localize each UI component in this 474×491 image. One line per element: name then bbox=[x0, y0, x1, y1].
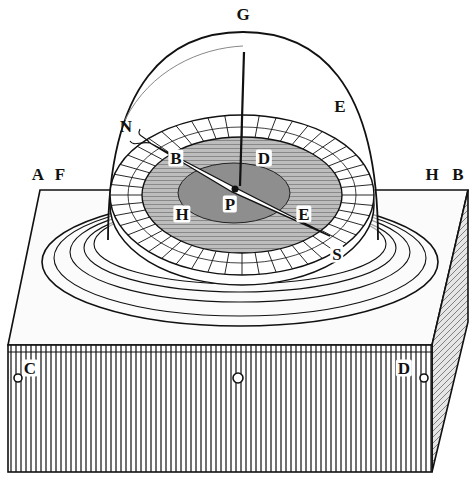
pointer-pin bbox=[240, 52, 244, 186]
scale-tick bbox=[225, 116, 229, 138]
scale-tick bbox=[268, 118, 276, 139]
part-letter: G bbox=[234, 6, 251, 23]
scale-tick bbox=[303, 241, 322, 258]
box-side bbox=[432, 190, 468, 472]
scale-tick bbox=[339, 210, 370, 216]
part-letter: D bbox=[256, 150, 272, 167]
scale-tick bbox=[208, 251, 216, 272]
scale-tick bbox=[162, 132, 181, 149]
scale-tick bbox=[176, 126, 192, 145]
part-letter: S bbox=[330, 246, 343, 263]
part-letter: P bbox=[223, 196, 237, 213]
scale-tick bbox=[303, 132, 322, 149]
part-letter: H bbox=[423, 166, 440, 183]
part-letter: E bbox=[332, 98, 347, 115]
part-letter: F bbox=[53, 166, 67, 183]
scale-tick bbox=[128, 224, 156, 235]
scale-tick bbox=[292, 126, 308, 145]
scale-tick bbox=[329, 224, 357, 235]
needle-ornament bbox=[130, 129, 150, 144]
scale-tick bbox=[341, 185, 373, 188]
scale-tick bbox=[342, 195, 374, 196]
scale-tick bbox=[111, 203, 143, 206]
part-letter: N bbox=[118, 118, 134, 135]
part-letter: A bbox=[30, 166, 46, 183]
scale-tick bbox=[128, 155, 156, 166]
scale-tick bbox=[111, 185, 143, 188]
scale-tick bbox=[329, 155, 357, 166]
scale-tick bbox=[225, 253, 229, 275]
scale-tick bbox=[162, 241, 181, 258]
part-letter: C bbox=[22, 360, 38, 377]
scale-tick bbox=[255, 253, 259, 275]
pivot bbox=[232, 186, 239, 193]
screw bbox=[420, 374, 428, 382]
part-letter: E bbox=[296, 206, 311, 223]
scale-tick bbox=[268, 251, 276, 272]
scale-tick bbox=[208, 118, 216, 139]
scale-tick bbox=[149, 236, 172, 252]
scale-tick bbox=[339, 174, 370, 180]
scale-tick bbox=[255, 116, 259, 138]
scale-tick bbox=[313, 138, 336, 154]
scale-tick bbox=[176, 245, 192, 264]
part-letter: B bbox=[168, 150, 183, 167]
screw bbox=[233, 373, 243, 383]
part-letter: D bbox=[396, 360, 412, 377]
dome-highlight bbox=[125, 46, 243, 120]
scale-tick bbox=[114, 174, 145, 180]
part-letter: H bbox=[173, 206, 190, 223]
scale-tick bbox=[242, 253, 243, 275]
scale-tick bbox=[114, 210, 145, 216]
part-letter: B bbox=[450, 166, 465, 183]
box-front bbox=[8, 345, 432, 472]
scale-tick bbox=[292, 245, 308, 264]
screw bbox=[14, 374, 22, 382]
scale-tick bbox=[341, 203, 373, 206]
magnetic-needle bbox=[150, 143, 330, 236]
scale-tick bbox=[110, 195, 142, 196]
